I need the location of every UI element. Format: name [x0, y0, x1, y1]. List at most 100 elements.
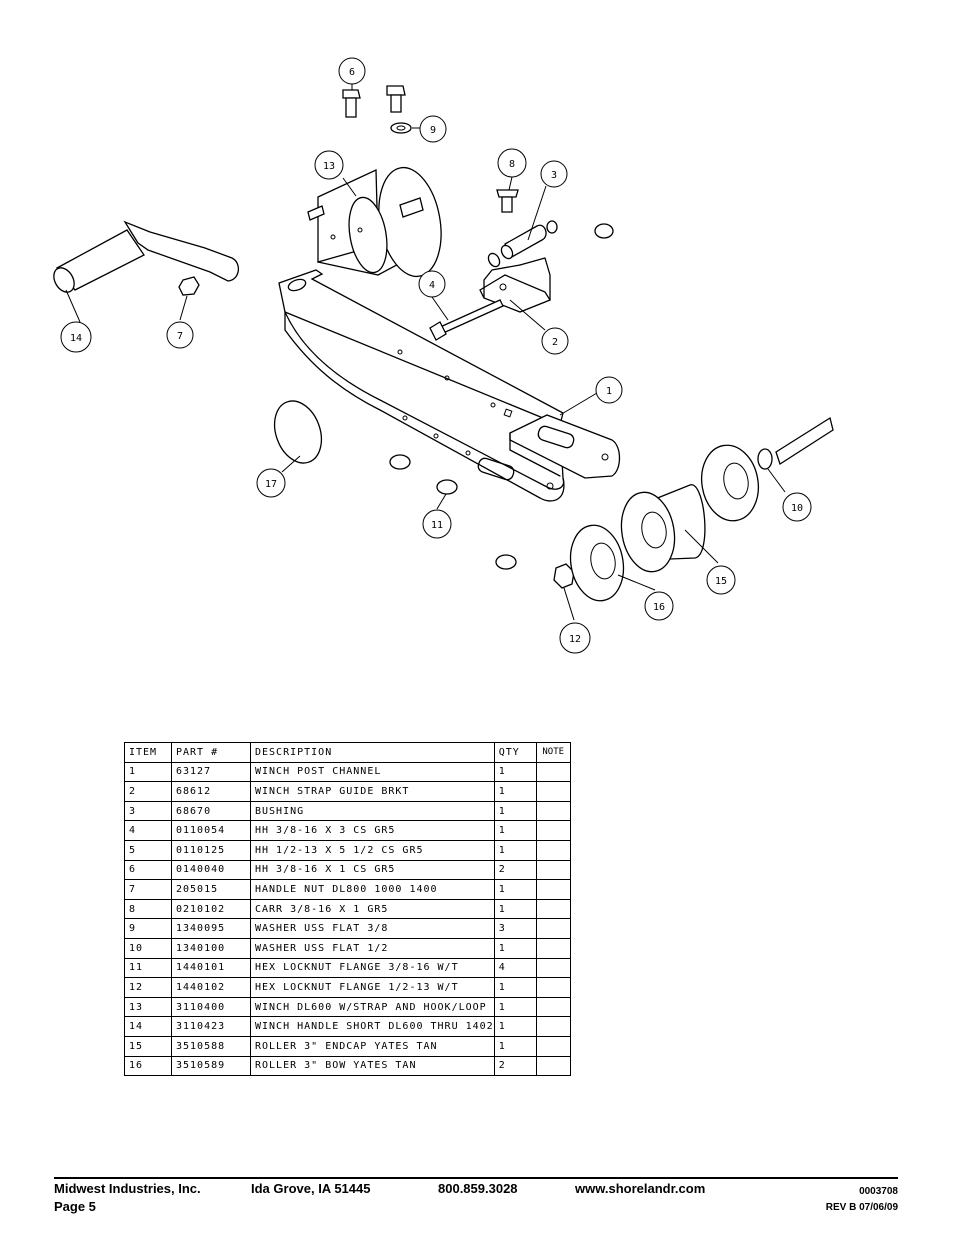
- cell-description: HH 1/2-13 X 5 1/2 CS GR5: [250, 839, 495, 861]
- cell-note: [535, 977, 571, 998]
- cell-description: CARR 3/8-16 X 1 GR5: [250, 898, 495, 920]
- callout-16: 16: [644, 591, 674, 621]
- cell-note: [535, 1055, 571, 1077]
- cell-qty: 1: [493, 977, 537, 998]
- header-note: NOTE: [535, 742, 571, 763]
- winch-handle: [53, 220, 239, 293]
- cell-note: [535, 1035, 571, 1057]
- cell-note: [535, 781, 571, 802]
- footer-divider: [54, 1177, 898, 1179]
- cell-item: 1: [124, 761, 172, 783]
- cell-description: WINCH POST CHANNEL: [250, 761, 495, 783]
- cell-note: [535, 996, 571, 1018]
- cell-description: BUSHING: [250, 800, 495, 822]
- cell-part-number: 0140040: [171, 859, 251, 881]
- hex-bolt-4: [429, 299, 504, 341]
- cell-item: 14: [124, 1016, 172, 1037]
- cell-description: HEX LOCKNUT FLANGE 1/2-13 W/T: [250, 977, 495, 998]
- cell-item: 13: [124, 996, 172, 1018]
- cell-item: 8: [124, 898, 172, 920]
- parts-table-header: ITEM PART # DESCRIPTION QTY NOTE: [124, 742, 571, 763]
- cell-description: WINCH DL600 W/STRAP AND HOOK/LOOP: [250, 996, 495, 1018]
- callout-3-label: 3: [551, 170, 557, 181]
- cell-description: HH 3/8-16 X 1 CS GR5: [250, 859, 495, 881]
- cell-part-number: 63127: [171, 761, 251, 783]
- callout-4-label: 4: [429, 280, 435, 291]
- footer-page-number: Page 5: [54, 1199, 96, 1214]
- cell-part-number: 3110400: [171, 996, 251, 1018]
- leader-lines: [65, 84, 786, 621]
- callout-4: 4: [418, 270, 446, 298]
- cell-description: WASHER USS FLAT 1/2: [250, 937, 495, 959]
- footer-location: Ida Grove, IA 51445: [251, 1181, 371, 1196]
- cell-part-number: 0210102: [171, 898, 251, 920]
- callout-6-label: 6: [349, 67, 355, 78]
- footer-website: www.shorelandr.com: [575, 1181, 706, 1196]
- callout-13: 13: [314, 150, 344, 180]
- cell-qty: 4: [493, 957, 537, 979]
- callout-17: 17: [256, 468, 286, 498]
- cell-part-number: 3510589: [171, 1055, 251, 1077]
- cell-item: 7: [124, 879, 172, 900]
- cell-note: [535, 820, 571, 841]
- cell-note: [535, 1016, 571, 1037]
- callout-12-label: 12: [569, 634, 581, 645]
- cell-note: [535, 839, 571, 861]
- cell-description: HH 3/8-16 X 3 CS GR5: [250, 820, 495, 841]
- cell-qty: 1: [493, 937, 537, 959]
- callout-13-label: 13: [323, 161, 335, 172]
- cell-note: [535, 859, 571, 881]
- cell-item: 11: [124, 957, 172, 979]
- callout-14: 14: [60, 321, 92, 353]
- cell-description: WINCH STRAP GUIDE BRKT: [250, 781, 495, 802]
- roller-bow: [569, 444, 760, 602]
- washer-10: [757, 448, 773, 470]
- winch-post-channel: [278, 269, 621, 502]
- winch: [307, 166, 442, 278]
- cell-qty: 2: [493, 859, 537, 881]
- exploded-parts-diagram: 6 9 13 8 3 4 2 1 14 7 17 11 10 15 16 12: [53, 57, 834, 654]
- cell-part-number: 1340100: [171, 937, 251, 959]
- cell-item: 4: [124, 820, 172, 841]
- cell-item: 5: [124, 839, 172, 861]
- cell-qty: 1: [493, 800, 537, 822]
- cell-part-number: 205015: [171, 879, 251, 900]
- cell-part-number: 68612: [171, 781, 251, 802]
- callout-11-label: 11: [431, 520, 443, 531]
- cell-description: WINCH HANDLE SHORT DL600 THRU 1402: [250, 1016, 495, 1037]
- cell-item: 2: [124, 781, 172, 802]
- footer-company: Midwest Industries, Inc.: [54, 1181, 201, 1196]
- cell-qty: 1: [493, 1035, 537, 1057]
- callout-9: 9: [419, 115, 447, 143]
- callout-11: 11: [422, 509, 452, 539]
- cell-part-number: 0110054: [171, 820, 251, 841]
- cell-item: 9: [124, 918, 172, 939]
- header-part-number: PART #: [171, 742, 251, 763]
- callout-2-label: 2: [552, 337, 558, 348]
- callout-16-label: 16: [653, 602, 665, 613]
- header-qty: QTY: [493, 742, 537, 763]
- cell-item: 12: [124, 977, 172, 998]
- roller-endcap: [620, 484, 706, 573]
- callout-9-label: 9: [430, 125, 436, 136]
- cell-note: [535, 761, 571, 783]
- cell-note: [535, 879, 571, 900]
- callout-7: 7: [166, 321, 194, 349]
- cell-part-number: 1440101: [171, 957, 251, 979]
- cell-note: [535, 898, 571, 920]
- cell-qty: 1: [493, 761, 537, 783]
- cell-qty: 3: [493, 918, 537, 939]
